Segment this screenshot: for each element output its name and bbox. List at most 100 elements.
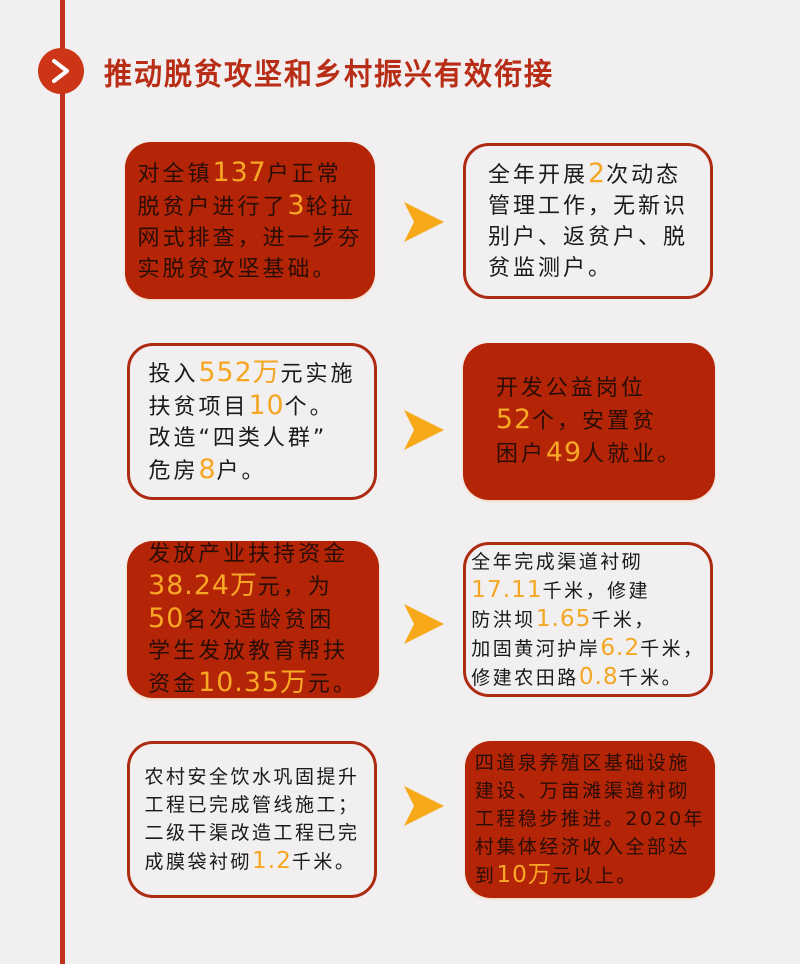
info-card-row1-right: 全年开展2次动态管理工作，无新识别户、返贫户、脱贫监测户。 (463, 143, 713, 299)
card-line: 加固黄河护岸6.2千米， (471, 634, 704, 663)
highlight-number: 49 (545, 437, 583, 468)
card-text-segment: 成膜袋衬砌 (144, 851, 252, 873)
card-text-segment: 困户 (495, 442, 546, 467)
card-line: 工程已完成管线施工； (144, 791, 359, 819)
card-line: 网式排查，进一步夯 (137, 223, 362, 254)
highlight-number: 10.35万 (198, 667, 308, 698)
card-text-segment: 建设、万亩滩渠道衬砌 (474, 780, 690, 802)
chevron-right-icon (52, 59, 69, 83)
card-line: 对全镇137户正常 (137, 157, 362, 190)
arrow-right-icon (404, 786, 444, 826)
card-text-segment: 户正常 (266, 161, 342, 187)
card-line: 38.24万元，为 (148, 570, 358, 603)
card-line: 全年完成渠道衬砌 (471, 548, 704, 576)
highlight-number: 52 (495, 404, 533, 435)
card-text-segment: 防洪坝 (471, 608, 536, 631)
highlight-number: 3 (287, 189, 306, 221)
card-line: 改造“四类人群” (148, 423, 355, 454)
card-line: 二级干渠改造工程已完 (144, 819, 359, 847)
card-text-segment: 管理工作，无新识 (487, 194, 688, 219)
card-line: 52个，安置贫 (496, 404, 682, 437)
card-text-segment: 修建农田路 (471, 666, 579, 689)
highlight-number: 8 (198, 453, 217, 485)
card-line: 危房8户。 (148, 454, 355, 487)
card-line: 四道泉养殖区基础设施 (475, 749, 705, 777)
card-text-segment: 危房 (148, 458, 199, 484)
card-text: 四道泉养殖区基础设施建设、万亩滩渠道衬砌工程稳步推进。2020年村集体经济收入全… (475, 749, 705, 890)
card-line: 村集体经济收入全部达 (475, 833, 705, 861)
card-line: 建设、万亩滩渠道衬砌 (475, 777, 705, 805)
card-text-segment: 元以上。 (552, 865, 639, 887)
card-line: 困户49人就业。 (496, 437, 682, 470)
card-line: 开发公益岗位 (496, 373, 682, 404)
highlight-number: 2 (588, 158, 607, 189)
arrow-right-icon (404, 410, 444, 450)
card-line: 防洪坝1.65千米， (471, 605, 704, 634)
card-line: 别户、返贫户、脱 (488, 222, 688, 253)
card-text-segment: 四道泉养殖区基础设施 (474, 752, 690, 774)
timeline-line (60, 0, 65, 964)
highlight-number: 17.11 (471, 575, 543, 603)
card-text-segment: 村集体经济收入全部达 (474, 836, 690, 858)
arrow-right-icon (404, 604, 444, 644)
card-text-segment: 千米， (640, 637, 705, 660)
card-line: 贫监测户。 (488, 253, 688, 284)
highlight-number: 1.2 (252, 847, 292, 874)
highlight-number: 1.65 (535, 604, 592, 632)
card-text: 全年开展2次动态管理工作，无新识别户、返贫户、脱贫监测户。 (488, 158, 688, 284)
card-text-segment: 开发公益岗位 (495, 376, 646, 401)
card-text-segment: 千米，修建 (542, 579, 651, 602)
card-line: 扶贫项目10个。 (148, 390, 355, 423)
arrow-right-icon (404, 202, 444, 242)
card-text-segment: 元，为 (257, 575, 333, 600)
card-text-segment: 投入 (148, 361, 199, 387)
card-text: 对全镇137户正常脱贫户进行了3轮拉网式排查，进一步夯实脱贫攻坚基础。 (137, 157, 362, 285)
card-text-segment: 加固黄河护岸 (471, 637, 601, 660)
highlight-number: 10万 (496, 861, 552, 888)
highlight-number: 50 (148, 603, 185, 634)
card-text-segment: 工程已完成管线施工； (144, 794, 360, 816)
card-text-segment: 网式排查，进一步夯 (137, 225, 363, 251)
card-text-segment: 实脱贫攻坚基础。 (137, 256, 338, 282)
card-text-segment: 个。 (284, 394, 335, 420)
card-text-segment: 元实施 (280, 361, 356, 387)
card-line: 修建农田路0.8千米。 (471, 663, 704, 692)
card-line: 管理工作，无新识 (488, 191, 688, 222)
card-line: 到10万元以上。 (475, 861, 705, 890)
card-text-segment: 元。 (307, 672, 358, 697)
card-text: 投入552万元实施扶贫项目10个。改造“四类人群”危房8户。 (148, 357, 355, 487)
card-text-segment: 千米。 (291, 851, 357, 873)
section-title: 推动脱贫攻坚和乡村振兴有效衔接 (104, 56, 555, 92)
highlight-number: 10 (248, 389, 285, 421)
card-text-segment: 人就业。 (582, 442, 683, 467)
card-text-segment: 到 (474, 865, 497, 887)
card-line: 工程稳步推进。2020年 (475, 805, 705, 833)
card-line: 50名次适龄贫困 (148, 603, 358, 636)
card-text-segment: 千米。 (618, 666, 684, 689)
card-text-segment: 学生发放教育帮扶 (148, 639, 349, 664)
card-line: 17.11千米，修建 (471, 576, 704, 605)
card-line: 成膜袋衬砌1.2千米。 (144, 847, 359, 876)
card-text-segment: 贫监测户。 (487, 256, 613, 281)
card-text-segment: 对全镇 (137, 161, 213, 187)
card-line: 发放产业扶持资金 (148, 539, 358, 570)
card-line: 投入552万元实施 (148, 357, 355, 390)
highlight-number: 552万 (198, 356, 281, 388)
card-text-segment: 发放产业扶持资金 (148, 542, 349, 567)
card-text-segment: 轮拉 (305, 194, 356, 220)
card-line: 学生发放教育帮扶 (148, 636, 358, 667)
card-text-segment: 工程稳步推进。2020年 (474, 808, 706, 830)
highlight-number: 137 (212, 156, 267, 188)
card-text-segment: 别户、返贫户、脱 (487, 225, 688, 250)
info-card-row2-left: 投入552万元实施扶贫项目10个。改造“四类人群”危房8户。 (127, 343, 377, 500)
card-line: 农村安全饮水巩固提升 (144, 763, 359, 791)
section-badge (38, 48, 84, 94)
card-text-segment: 全年开展 (487, 163, 588, 188)
card-line: 脱贫户进行了3轮拉 (137, 190, 362, 223)
card-text-segment: 改造“四类人群” (148, 425, 328, 451)
highlight-number: 6.2 (600, 633, 641, 661)
